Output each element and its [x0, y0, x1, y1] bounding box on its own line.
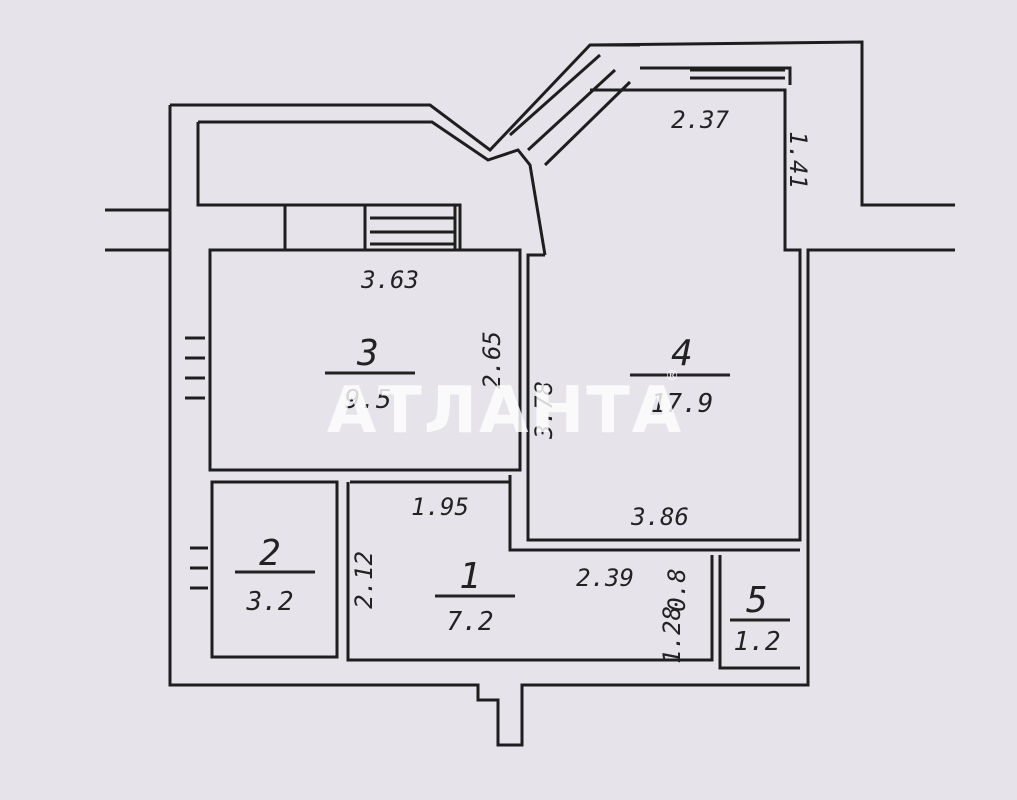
room-4-number: 4 [671, 333, 693, 374]
dim-room4-height: 3.78 [530, 381, 558, 440]
watermark-registered-mark: ® [665, 368, 679, 384]
room-3-number: 3 [356, 333, 379, 374]
dim-wc-height: 1.28 [658, 606, 686, 664]
dim-room4-top: 2.37 [671, 106, 729, 134]
room-4-area: 17.9 [651, 389, 714, 419]
walls [105, 40, 955, 747]
dimension-labels: 3.63 2.65 3.78 2.37 1.41 1.95 3.86 2.12 … [350, 106, 812, 664]
dim-room4-niche: 1.41 [784, 131, 812, 189]
room-2-area: 3.2 [246, 587, 294, 617]
dim-wc-width: 0.8 [663, 568, 691, 611]
room-1-area: 7.2 [447, 607, 494, 637]
room-5-number: 5 [746, 580, 768, 621]
watermark-logo: АТЛАНТА [327, 374, 684, 448]
windows [185, 68, 785, 590]
room-5-area: 1.2 [734, 627, 781, 657]
room-1-number: 1 [459, 556, 481, 597]
dim-room3-width: 3.63 [360, 266, 419, 294]
dim-bath-height: 2.12 [350, 551, 378, 609]
dim-corridor-length: 2.39 [576, 564, 634, 592]
dim-room3-height: 2.65 [478, 331, 506, 389]
room-3-area: 9.5 [345, 385, 392, 415]
room-labels: 3 9.5 4 17.9 2 3.2 1 7.2 5 1.2 [235, 333, 790, 657]
dim-corridor-width: 1.95 [411, 493, 469, 521]
dim-room4-width: 3.86 [630, 503, 689, 531]
room-2-number: 2 [259, 533, 281, 574]
